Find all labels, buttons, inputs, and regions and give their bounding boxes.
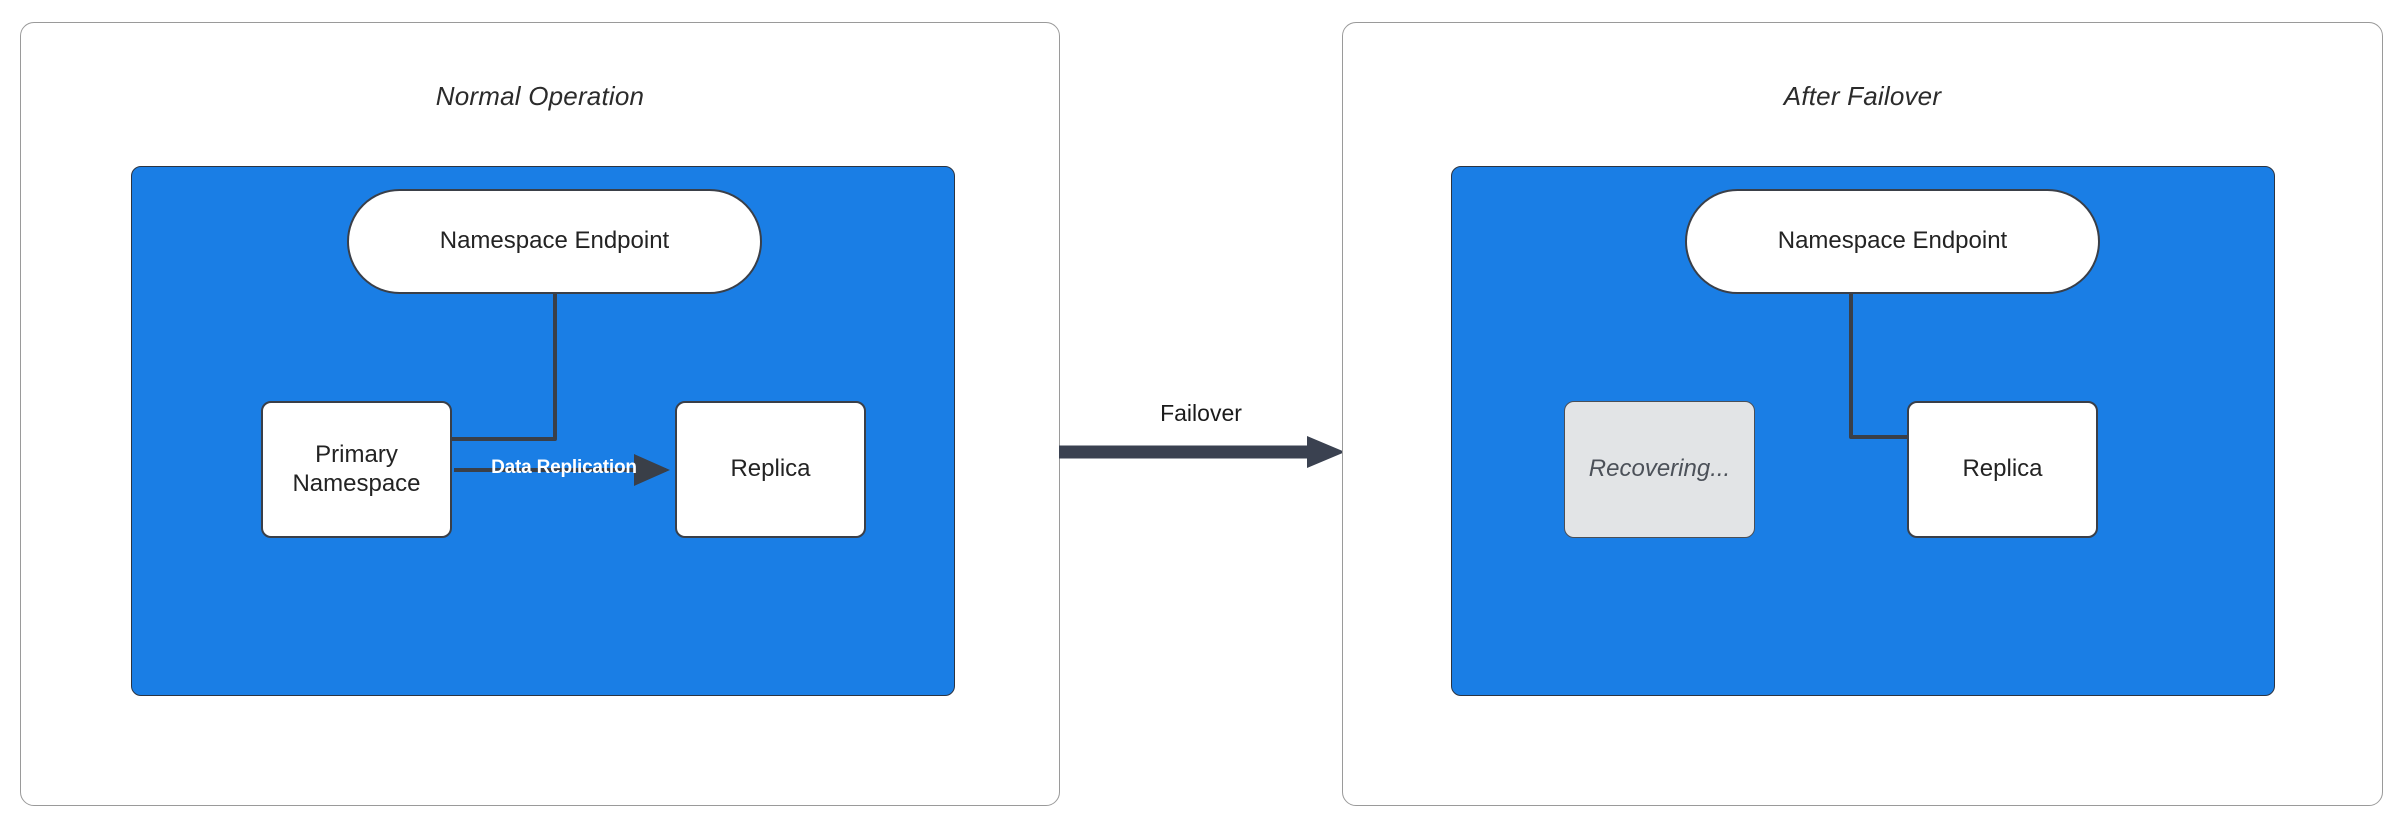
node-label: Primary Namespace	[292, 441, 421, 497]
node-primary-namespace[interactable]: Primary Namespace	[261, 401, 452, 538]
panel-title-after-failover: After Failover	[1783, 81, 1942, 111]
node-replica-failover[interactable]: Replica	[1907, 401, 2098, 538]
node-label: Replica	[730, 455, 811, 483]
failover-arrow-label: Failover	[1160, 400, 1242, 426]
node-label: Namespace Endpoint	[439, 227, 670, 255]
edge-label-data-replication: Data Replication	[491, 457, 637, 478]
failover-transition: Failover	[1055, 400, 1347, 490]
node-namespace-endpoint-failover[interactable]: Namespace Endpoint	[1685, 189, 2100, 294]
region-normal-operation: Data Replication Namespace Endpoint Prim…	[131, 166, 955, 696]
panel-title-normal-operation: Normal Operation	[435, 81, 645, 111]
node-label: Namespace Endpoint	[1777, 227, 2008, 255]
region-after-failover: Namespace Endpoint Recovering... Replica	[1451, 166, 2275, 696]
node-recovering[interactable]: Recovering...	[1564, 401, 1755, 538]
node-replica-normal[interactable]: Replica	[675, 401, 866, 538]
panel-after-failover: After Failover Namespace Endpoint Recove…	[1342, 22, 2383, 806]
node-label: Recovering...	[1588, 455, 1731, 483]
panel-normal-operation: Normal Operation Data Replication	[20, 22, 1060, 806]
node-label: Replica	[1962, 455, 2043, 483]
failover-arrow-icon	[1059, 436, 1345, 468]
node-namespace-endpoint-normal[interactable]: Namespace Endpoint	[347, 189, 762, 294]
